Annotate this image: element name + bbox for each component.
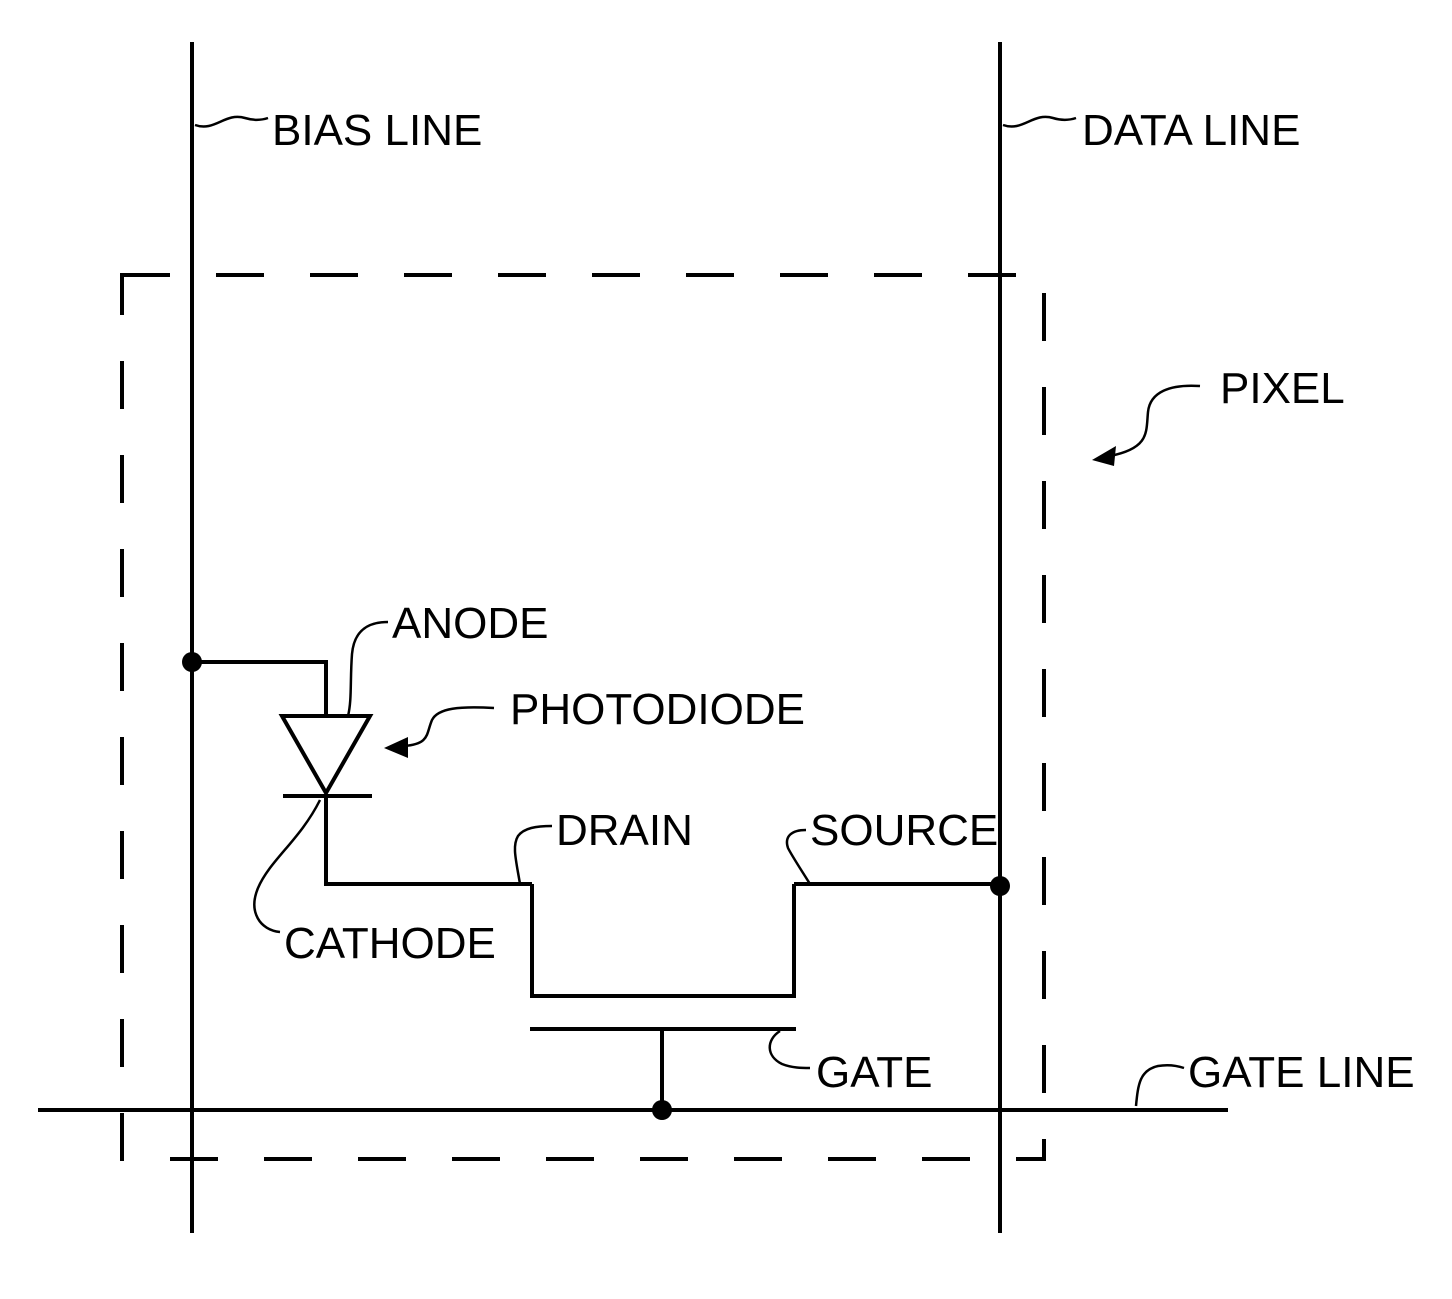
pixel-label: PIXEL — [1220, 364, 1345, 413]
anode-wire — [192, 662, 326, 716]
data-junction-dot — [990, 876, 1010, 896]
photodiode-label: PHOTODIODE — [510, 685, 805, 734]
bias-junction-dot — [182, 652, 202, 672]
pixel-leader — [1110, 386, 1200, 456]
bias-line-label: BIAS LINE — [272, 106, 482, 155]
data-line-leader — [1003, 117, 1076, 127]
source-leader — [787, 830, 810, 884]
drain-label: DRAIN — [556, 806, 693, 855]
source-label: SOURCE — [810, 806, 998, 855]
gate-line-leader — [1136, 1065, 1184, 1106]
drain-leader — [515, 826, 552, 884]
cathode-label: CATHODE — [284, 919, 496, 968]
anode-label: ANODE — [392, 599, 548, 648]
photodiode-arrowhead — [384, 737, 408, 758]
cathode-leader — [254, 800, 320, 932]
photodiode-symbol — [282, 716, 370, 793]
bias-line-leader — [195, 117, 268, 127]
gate-leader — [770, 1031, 810, 1068]
gate-line-label: GATE LINE — [1188, 1048, 1415, 1097]
pixel-arrowhead — [1092, 446, 1116, 466]
data-line-label: DATA LINE — [1082, 106, 1300, 155]
photodiode-leader — [404, 707, 494, 746]
anode-leader — [348, 622, 388, 716]
cathode-drain-wire — [326, 796, 532, 884]
transistor-channel — [532, 884, 794, 996]
gate-junction-dot — [652, 1100, 672, 1120]
gate-label: GATE — [816, 1048, 933, 1097]
